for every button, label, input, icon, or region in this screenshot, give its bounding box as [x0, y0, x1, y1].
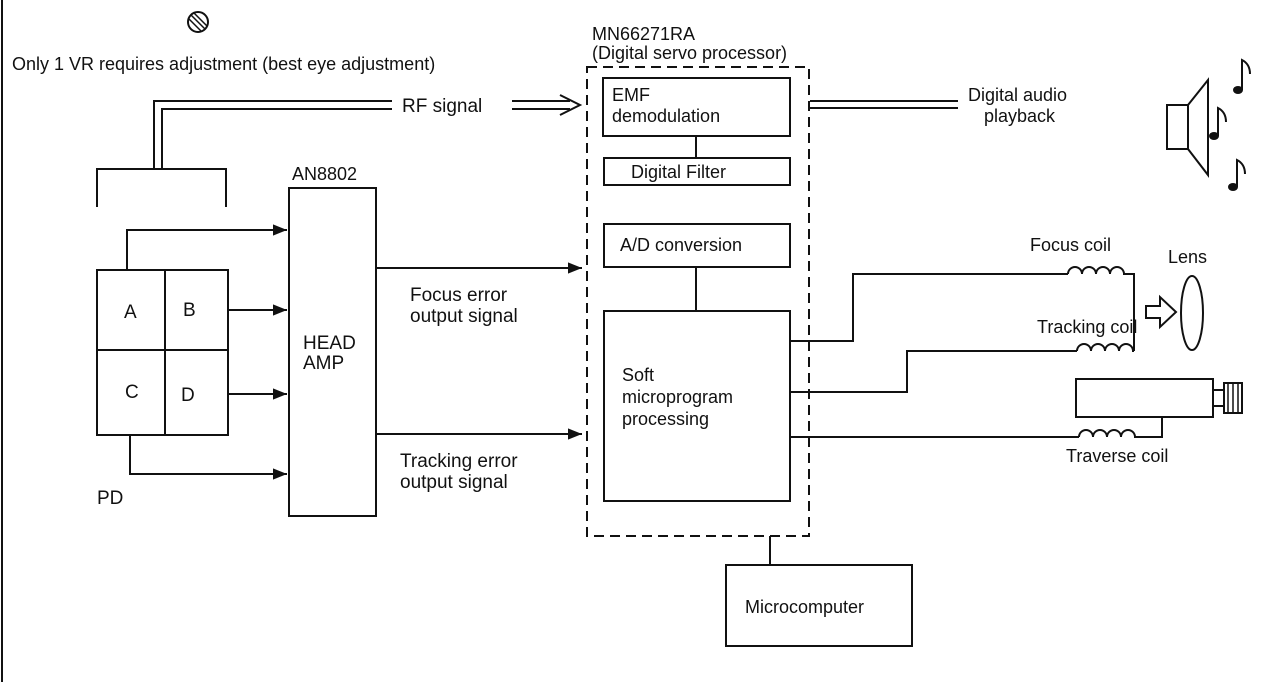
rf-line-inner [161, 108, 392, 169]
focus-coil [1067, 266, 1135, 351]
tracking-coil-drive-line [790, 350, 1077, 393]
soft-label-1: Soft [622, 365, 654, 385]
music-note-icon [1233, 58, 1251, 94]
motor-icon [1075, 378, 1243, 418]
soft-label-3: processing [622, 409, 709, 429]
head-amp-label-1: HEAD [303, 333, 356, 354]
focus-error-label-1: Focus error [410, 285, 508, 306]
traverse-coil [1078, 417, 1163, 438]
emf-demodulation-block [602, 77, 791, 137]
processor-part-number: MN66271RA [592, 24, 695, 44]
pd-label: PD [97, 488, 123, 509]
ad-conversion-label: A/D conversion [620, 235, 742, 255]
digital-audio-label-2: playback [984, 106, 1056, 126]
arrow-icon [1145, 294, 1178, 330]
tracking-error-label-2: output signal [400, 472, 508, 493]
pd-cell-c: C [125, 382, 139, 403]
focus-error-label-2: output signal [410, 306, 518, 327]
microcomputer-block [725, 564, 913, 647]
lens-icon [1180, 275, 1204, 351]
soft-processing-block [603, 310, 791, 502]
emf-label-1: EMF [612, 85, 650, 105]
head-amp-block [288, 187, 377, 517]
processor-description: (Digital servo processor) [592, 43, 787, 63]
pd-top-connection [126, 224, 287, 270]
speaker-icon [1166, 77, 1209, 178]
ad-conversion-block [603, 223, 791, 268]
traverse-coil-label: Traverse coil [1066, 446, 1168, 466]
tracking-error-label-1: Tracking error [400, 451, 518, 472]
focus-coil-label: Focus coil [1030, 235, 1111, 255]
soft-label-2: microprogram [622, 387, 733, 407]
photodiode [96, 269, 229, 436]
no-adjust-symbol-icon [187, 11, 209, 33]
digital-filter-label: Digital Filter [631, 162, 726, 182]
pd-bottom-connection [129, 435, 287, 480]
processor-dashed-boundary [586, 66, 810, 537]
tracking-coil [1076, 343, 1134, 352]
rf-line-outer [153, 100, 392, 169]
digital-filter-block [603, 157, 791, 186]
tracking-coil-label: Tracking coil [1037, 317, 1137, 337]
lens-label: Lens [1168, 247, 1207, 267]
adjustment-note: Only 1 VR requires adjustment (best eye … [12, 54, 435, 74]
pd-cell-b: B [183, 300, 196, 321]
emf-label-2: demodulation [612, 106, 720, 126]
pd-cell-a: A [124, 302, 137, 323]
pickup-bracket [96, 168, 227, 207]
rf-arrow-head [559, 94, 583, 116]
rf-signal-label: RF signal [402, 96, 482, 117]
digital-audio-label-1: Digital audio [968, 85, 1067, 105]
music-note-icon [1209, 106, 1227, 140]
microcomputer-label: Microcomputer [745, 597, 864, 617]
head-amp-label-2: AMP [303, 353, 344, 374]
head-amp-part-number: AN8802 [292, 164, 357, 184]
music-note-icon [1228, 158, 1246, 191]
focus-coil-drive-line [790, 273, 1068, 342]
pd-cell-d: D [181, 385, 195, 406]
